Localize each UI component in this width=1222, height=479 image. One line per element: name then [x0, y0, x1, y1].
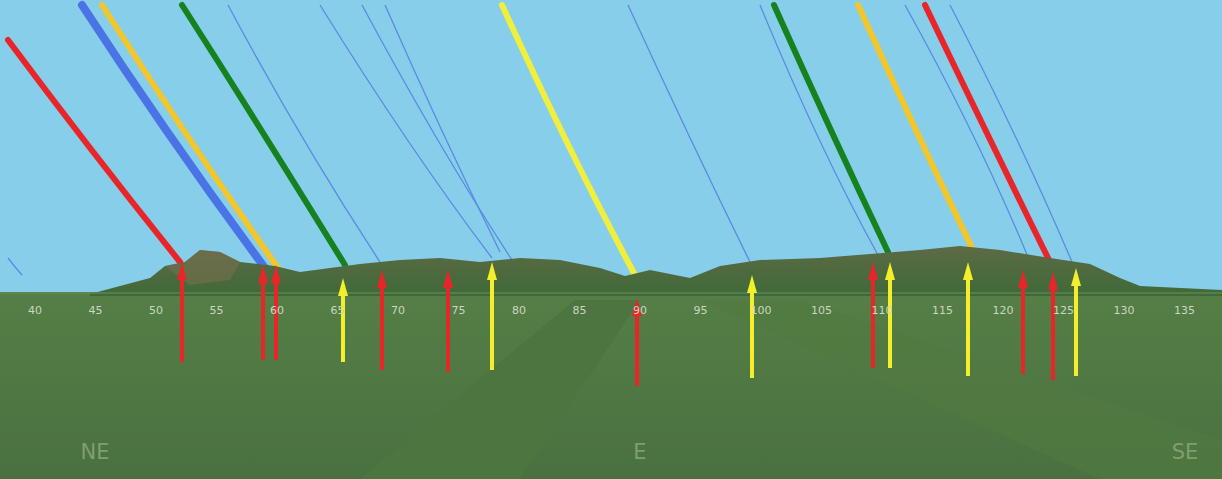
- arrow-shaft: [888, 276, 892, 368]
- azimuth-number: 70: [391, 304, 405, 317]
- arrow-head: [1018, 270, 1028, 288]
- rise-arrows: [177, 262, 1081, 386]
- arrow-shaft: [380, 284, 384, 370]
- arrow-shaft: [635, 312, 639, 386]
- arrow-head: [487, 262, 497, 280]
- arrow-head: [868, 262, 878, 280]
- arrow-head: [258, 265, 268, 283]
- arrow-shaft: [446, 284, 450, 372]
- sky: [0, 0, 1222, 295]
- azimuth-number: 120: [993, 304, 1014, 317]
- azimuth-number: 60: [270, 304, 284, 317]
- azimuth-number: 40: [28, 304, 42, 317]
- peak-shade: [165, 250, 240, 285]
- arrow-head: [1048, 272, 1058, 290]
- arrow-shaft: [1051, 286, 1055, 380]
- arrow-shaft: [261, 279, 265, 360]
- arrow-shaft: [1074, 282, 1078, 376]
- arrow-shaft: [180, 276, 184, 362]
- arrow-shaft: [871, 276, 875, 368]
- arrow-head: [377, 270, 387, 288]
- arrow-shaft: [966, 276, 970, 376]
- arrow-head: [1071, 268, 1081, 286]
- arrow-head: [177, 262, 187, 280]
- azimuth-number: 45: [89, 304, 103, 317]
- azimuth-number: 90: [633, 304, 647, 317]
- arrow-head: [885, 262, 895, 280]
- arrow-shaft: [1021, 284, 1025, 374]
- azimuth-number: 100: [751, 304, 772, 317]
- ground-facet: [700, 300, 1222, 479]
- compass-direction: SE: [1172, 440, 1199, 464]
- arrow-shaft: [274, 279, 278, 360]
- azimuth-number: 65: [331, 304, 345, 317]
- azimuth-number: 135: [1174, 304, 1195, 317]
- azimuth-number: 110: [872, 304, 893, 317]
- compass-direction: NE: [81, 440, 110, 464]
- arrow-shaft: [490, 276, 494, 370]
- arrow-head: [963, 262, 973, 280]
- azimuth-number: 125: [1053, 304, 1074, 317]
- azimuth-number: 80: [512, 304, 526, 317]
- ground-facet: [360, 300, 640, 479]
- azimuth-number: 130: [1114, 304, 1135, 317]
- arrow-head: [443, 270, 453, 288]
- azimuth-number: 105: [811, 304, 832, 317]
- azimuth-number: 75: [452, 304, 466, 317]
- azimuth-number: 85: [573, 304, 587, 317]
- compass-direction: E: [633, 440, 646, 464]
- sun-moon-arcs: [8, 5, 1050, 275]
- arrow-head: [338, 278, 348, 296]
- azimuth-number: 50: [149, 304, 163, 317]
- azimuth-number: 95: [694, 304, 708, 317]
- azimuth-number: 115: [932, 304, 953, 317]
- arrow-shaft: [341, 292, 345, 362]
- arrow-head: [271, 265, 281, 283]
- thin-arcs: [8, 5, 1072, 275]
- mountain-ridge: [90, 246, 1222, 296]
- arrow-head: [747, 275, 757, 293]
- arrow-shaft: [750, 289, 754, 378]
- azimuth-number: 55: [210, 304, 224, 317]
